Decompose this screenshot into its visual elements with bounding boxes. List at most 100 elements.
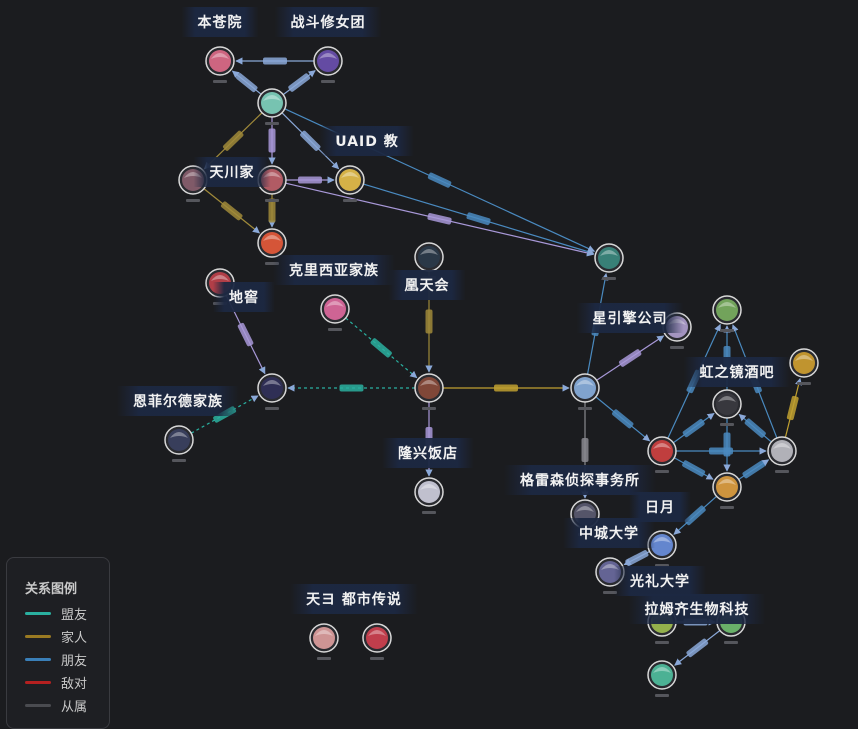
avatar: [366, 627, 388, 649]
group-label[interactable]: 格雷森侦探事务所: [504, 465, 656, 495]
edge-label-pill: [682, 419, 705, 438]
group-label[interactable]: 凰天会: [388, 270, 466, 300]
edge-label-pill: [425, 309, 433, 334]
avatar: [261, 92, 283, 114]
group-label[interactable]: 隆兴饭店: [382, 438, 474, 468]
group-label[interactable]: 星引擎公司: [576, 303, 684, 333]
edge-label-pill: [237, 322, 254, 347]
character-node[interactable]: [712, 389, 742, 426]
node-caption-blur: [172, 459, 186, 462]
edge-label-pill: [466, 212, 491, 226]
character-node[interactable]: [789, 348, 819, 385]
avatar-highlight: [263, 380, 281, 386]
edge-label-pill: [298, 176, 322, 184]
avatar: [716, 393, 738, 415]
avatar: [324, 298, 346, 320]
avatar-highlight: [420, 380, 438, 386]
character-node[interactable]: [712, 472, 742, 509]
edge-label-pill: [682, 460, 706, 477]
node-caption-blur: [186, 199, 200, 202]
node-caption-blur: [265, 122, 279, 125]
group-label[interactable]: 地窖: [213, 282, 275, 312]
avatar-highlight: [653, 443, 671, 449]
avatar-highlight: [341, 172, 359, 178]
avatar-highlight: [326, 301, 344, 307]
node-caption-blur: [775, 470, 789, 473]
edge-label-pill: [220, 201, 243, 221]
group-label[interactable]: 恩菲尔德家族: [117, 386, 239, 416]
group-label[interactable]: 克里西亚家族: [273, 255, 395, 285]
avatar-highlight: [600, 250, 618, 256]
avatar-highlight: [653, 537, 671, 543]
character-node[interactable]: [257, 228, 287, 265]
character-node[interactable]: [164, 425, 194, 462]
character-node[interactable]: [570, 373, 600, 410]
edge-label-pill: [744, 418, 766, 438]
avatar-highlight: [263, 95, 281, 101]
character-node[interactable]: [335, 165, 365, 202]
node-caption-blur: [720, 329, 734, 332]
avatar: [209, 50, 231, 72]
node-caption-blur: [720, 423, 734, 426]
character-node[interactable]: [414, 477, 444, 514]
legend-label-enemy: 敌对: [61, 677, 88, 692]
character-node[interactable]: [767, 436, 797, 473]
avatar-highlight: [653, 667, 671, 673]
node-caption-blur: [578, 407, 592, 410]
character-node[interactable]: [313, 46, 343, 83]
group-label[interactable]: UAID 教: [319, 126, 415, 156]
group-label[interactable]: 光礼大学: [614, 566, 706, 596]
group-label[interactable]: 战斗修女团: [274, 7, 382, 37]
avatar: [418, 481, 440, 503]
character-node[interactable]: [647, 436, 677, 473]
node-caption-blur: [317, 657, 331, 660]
avatar-highlight: [420, 484, 438, 490]
group-label[interactable]: 虹之镜酒吧: [683, 357, 791, 387]
character-node[interactable]: [712, 295, 742, 332]
avatar: [651, 534, 673, 556]
avatar-highlight: [718, 396, 736, 402]
avatar-highlight: [368, 630, 386, 636]
group-label[interactable]: 中城大学: [563, 518, 655, 548]
group-label[interactable]: 天川家: [193, 157, 271, 187]
node-caption-blur: [213, 80, 227, 83]
node-caption-blur: [655, 694, 669, 697]
group-label[interactable]: 日月: [629, 492, 691, 522]
avatar-highlight: [420, 249, 438, 255]
avatar: [317, 50, 339, 72]
node-caption-blur: [422, 407, 436, 410]
group-label[interactable]: 拉姆齐生物科技: [628, 594, 766, 624]
group-label[interactable]: 本苍院: [181, 7, 259, 37]
character-node[interactable]: [414, 373, 444, 410]
legend-line-subordinate: [25, 704, 51, 707]
character-node[interactable]: [594, 243, 624, 280]
avatar: [574, 377, 596, 399]
character-node[interactable]: [320, 294, 350, 331]
legend-line-ally: [25, 612, 51, 615]
legend-item-enemy: 敌对: [25, 673, 87, 692]
node-caption-blur: [670, 346, 684, 349]
edge-label-pill: [625, 550, 649, 566]
legend-label-ally: 盟友: [61, 608, 88, 623]
avatar-highlight: [718, 302, 736, 308]
edge-label-pill: [723, 432, 731, 457]
node-caption-blur: [724, 641, 738, 644]
edge-label-pill: [268, 128, 276, 153]
character-node[interactable]: [362, 623, 392, 660]
group-label[interactable]: 天ヨ 都市传说: [290, 584, 418, 614]
legend-item-ally: 盟友: [25, 604, 87, 623]
character-node[interactable]: [309, 623, 339, 660]
character-node[interactable]: [257, 373, 287, 410]
avatar: [339, 169, 361, 191]
character-node[interactable]: [205, 46, 235, 83]
node-caption-blur: [343, 199, 357, 202]
avatar: [261, 377, 283, 399]
character-node[interactable]: [647, 660, 677, 697]
avatar: [168, 429, 190, 451]
avatar: [598, 247, 620, 269]
node-caption-blur: [328, 328, 342, 331]
character-node[interactable]: [257, 88, 287, 125]
edge-label-pill: [494, 384, 518, 392]
edge-label-pill: [427, 172, 452, 188]
edge-label-pill: [339, 384, 364, 392]
